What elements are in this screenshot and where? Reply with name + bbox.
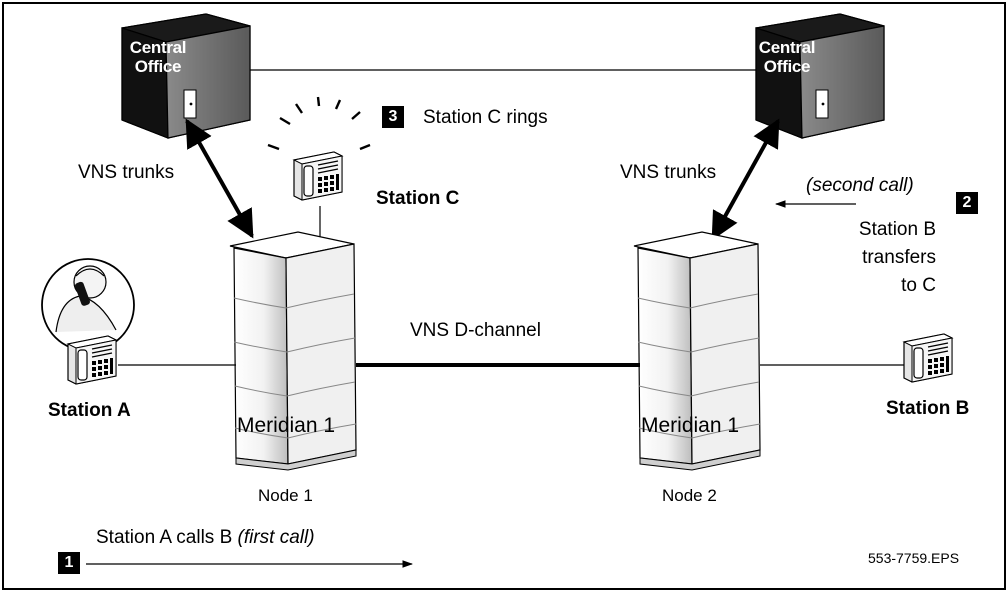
second-call-label: (second call) xyxy=(806,175,914,196)
co-left-line2: Office xyxy=(134,57,182,76)
transfer-description: Station B transfers to C xyxy=(859,216,936,300)
node1-system-label: Meridian 1 xyxy=(237,414,336,437)
station-c-phone xyxy=(293,151,343,201)
figure-id: 553-7759.EPS xyxy=(868,550,960,566)
station-c-rings-label: Station C rings xyxy=(423,107,548,128)
step-1-badge: 1 xyxy=(58,552,80,574)
vns-trunk-arrow-left xyxy=(185,118,254,239)
vns-trunks-left-label: VNS trunks xyxy=(78,162,175,183)
step-3-badge: 3 xyxy=(382,106,404,128)
station-c-label: Station C xyxy=(376,188,460,209)
station-b-phone xyxy=(903,333,953,383)
node1-label: Node 1 xyxy=(258,486,313,505)
first-call-label: Station A calls B (first call) xyxy=(96,527,315,549)
node2-label: Node 2 xyxy=(662,486,717,505)
co-right-line2: Office xyxy=(763,57,811,76)
co-right-line1: Central xyxy=(758,38,816,57)
station-b-label: Station B xyxy=(886,398,970,419)
station-a-user xyxy=(41,258,135,352)
vns-trunks-right-label: VNS trunks xyxy=(620,162,717,183)
co-left-line1: Central xyxy=(129,38,187,57)
vns-trunk-arrow-right xyxy=(711,118,780,241)
first-call-text: Station A calls B xyxy=(96,527,238,548)
central-office-right-label: Central Office xyxy=(754,38,820,76)
transfer-line2: transfers xyxy=(862,247,936,268)
station-a-phone xyxy=(67,335,117,385)
ringing-marks xyxy=(267,96,371,151)
first-call-italic: (first call) xyxy=(237,527,315,548)
d-channel-label: VNS D-channel xyxy=(410,320,541,341)
central-office-left-label: Central Office xyxy=(128,38,188,76)
transfer-line3: to C xyxy=(901,275,936,296)
station-a-label: Station A xyxy=(48,400,131,421)
central-office-left xyxy=(121,13,251,139)
step-2-badge: 2 xyxy=(956,192,978,214)
transfer-line1: Station B xyxy=(858,219,936,240)
central-office-right xyxy=(755,13,885,139)
node2-system-label: Meridian 1 xyxy=(641,414,740,437)
